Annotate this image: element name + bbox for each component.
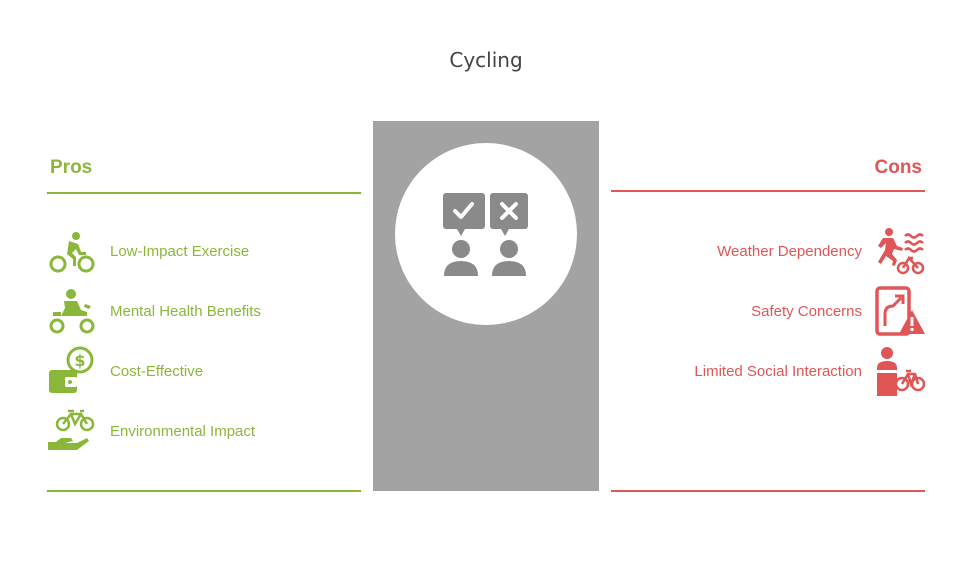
cons-heading: Cons [874, 157, 923, 178]
pros-item-cost-effective: $ Cost-Effective [47, 346, 347, 396]
road-warning-icon [875, 286, 925, 336]
cons-bottom-divider [611, 490, 925, 492]
motorcycle-rider-icon [49, 289, 95, 334]
wallet-dollar-icon: $ [49, 346, 94, 393]
pros-item-label: Environmental Impact [110, 422, 256, 440]
cons-top-divider [611, 190, 925, 192]
pros-item-low-impact-exercise: Low-Impact Exercise [47, 226, 347, 276]
person-bicycle-icon [877, 347, 925, 396]
pros-top-divider [47, 192, 361, 194]
rain-cyclist-icon [878, 228, 925, 275]
svg-text:$: $ [74, 351, 85, 370]
cons-item-safety-concerns: Safety Concerns [611, 286, 925, 336]
cons-item-label: Safety Concerns [751, 302, 862, 320]
pros-item-label: Mental Health Benefits [110, 302, 261, 320]
pros-item-mental-health-benefits: Mental Health Benefits [47, 286, 347, 336]
cons-item-label: Weather Dependency [717, 242, 862, 260]
center-circle [395, 143, 577, 325]
pros-item-label: Cost-Effective [110, 362, 204, 380]
cons-item-label: Limited Social Interaction [694, 362, 862, 380]
cyclist-icon [49, 232, 95, 273]
pros-bottom-divider [47, 490, 361, 492]
hand-bicycle-icon [48, 409, 95, 450]
cons-item-limited-social-interaction: Limited Social Interaction [611, 346, 925, 396]
pros-item-environmental-impact: Environmental Impact [47, 406, 347, 456]
pros-cons-people-icon [443, 193, 528, 276]
pros-item-label: Low-Impact Exercise [110, 242, 250, 260]
pros-heading: Pros [50, 157, 93, 178]
cons-item-weather-dependency: Weather Dependency [611, 226, 925, 276]
diagram-title: Cycling [449, 48, 523, 72]
